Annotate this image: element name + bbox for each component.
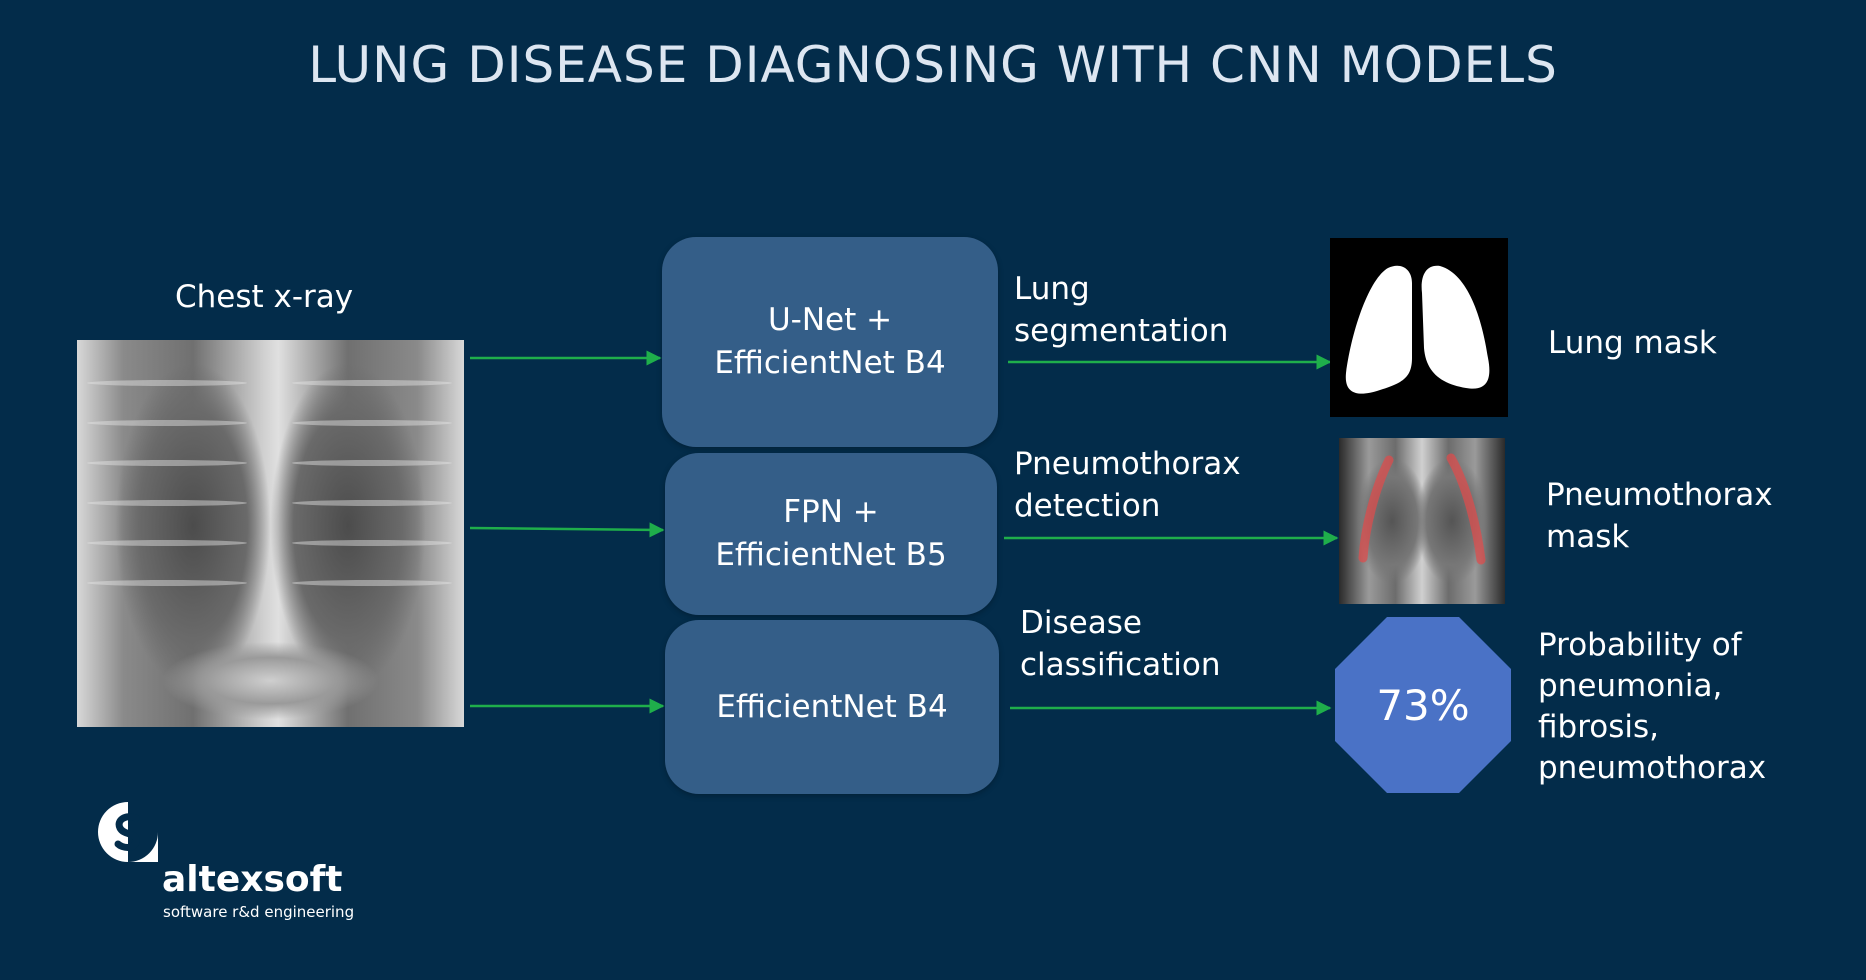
task-label-line: detection — [1014, 488, 1161, 524]
altexsoft-logo — [96, 800, 160, 868]
model-box-line: EfficientNet B5 — [715, 537, 947, 573]
output-label-line: Pneumothorax — [1546, 477, 1773, 513]
pneumothorax-mask-image — [1339, 438, 1505, 604]
page-title: LUNG DISEASE DIAGNOSING WITH CNN MODELS — [308, 36, 1558, 94]
arrow-input-to-fpn — [469, 522, 665, 538]
model-box-unet: U-Net + EfficientNet B4 — [662, 237, 998, 447]
probability-value: 73% — [1376, 680, 1470, 730]
task-label-segmentation: Lung segmentation — [1014, 268, 1228, 352]
output-label-pneumothorax-mask: Pneumothorax mask — [1546, 474, 1773, 558]
model-box-efficientnet: EfficientNet B4 — [665, 620, 999, 794]
task-label-line: segmentation — [1014, 313, 1229, 349]
logo-mark-icon — [98, 802, 158, 862]
task-label-line: Lung — [1014, 271, 1090, 307]
probability-octagon — [1335, 617, 1511, 793]
lung-mask-image — [1330, 238, 1508, 417]
input-label: Chest x-ray — [175, 279, 354, 315]
brand-name: altexsoft — [162, 859, 343, 900]
output-label-line: pneumothorax — [1538, 750, 1767, 786]
brand-tagline: software r&d engineering — [163, 903, 355, 921]
model-box-line: EfficientNet B4 — [714, 345, 946, 381]
model-box-fpn: FPN + EfficientNet B5 — [665, 453, 997, 615]
task-label-classification: Disease classification — [1020, 602, 1221, 686]
chest-xray-image — [77, 340, 464, 727]
task-label-detection: Pneumothorax detection — [1014, 443, 1241, 527]
task-label-line: classification — [1020, 647, 1221, 683]
model-box-line: U-Net + — [767, 302, 893, 338]
model-box-line: EfficientNet B4 — [716, 688, 948, 725]
output-label-line: Lung mask — [1548, 325, 1717, 361]
task-label-line: Pneumothorax — [1014, 446, 1241, 482]
output-label-line: pneumonia, — [1538, 668, 1723, 704]
output-label-line: Probability of — [1538, 627, 1742, 663]
task-label-line: Disease — [1020, 605, 1142, 641]
output-label-lung-mask: Lung mask — [1548, 322, 1717, 364]
model-box-line: FPN + — [783, 494, 879, 530]
output-label-probability: Probability of pneumonia, fibrosis, pneu… — [1538, 625, 1766, 789]
output-label-line: fibrosis, — [1538, 709, 1660, 745]
output-label-line: mask — [1546, 519, 1630, 555]
